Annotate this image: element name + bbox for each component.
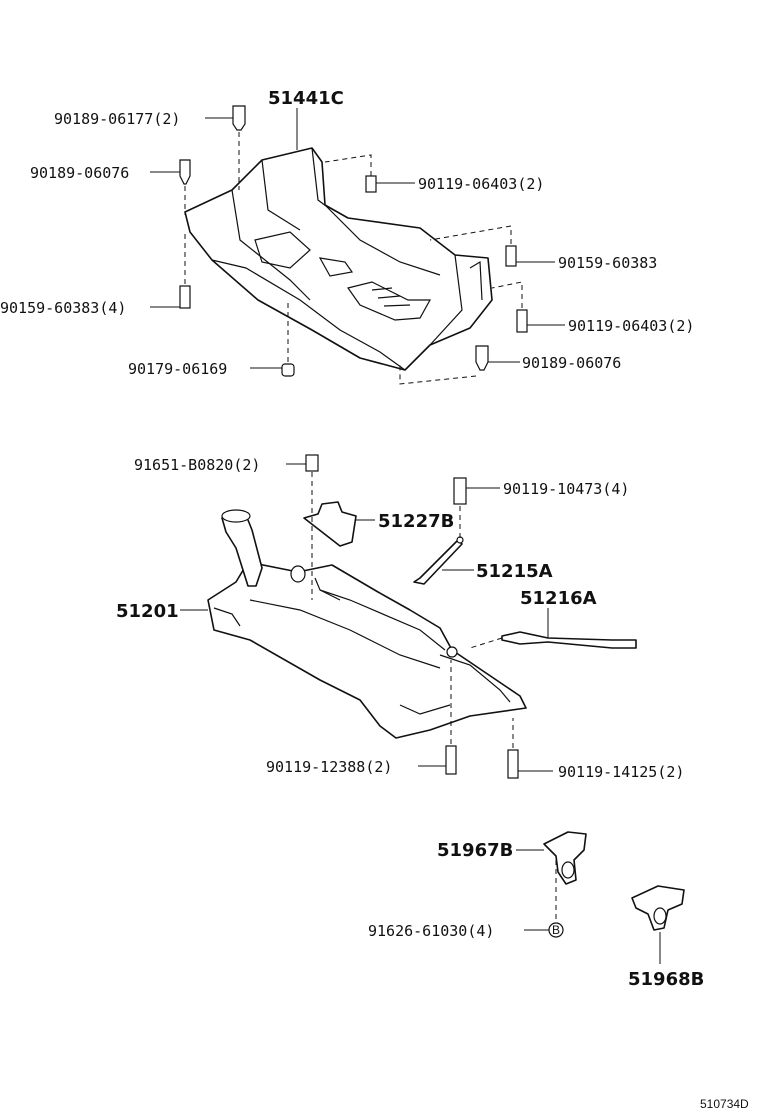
label-90119-10473: 90119-10473(4): [503, 480, 629, 498]
bolt-90119-06403-top: [324, 154, 415, 193]
bolt-90119-12388: [418, 660, 457, 775]
bolt-90119-10473: [453, 477, 500, 538]
brace-51216a: [469, 608, 637, 649]
label-51441c: 51441C: [268, 88, 344, 109]
svg-text:B: B: [552, 923, 560, 937]
label-90189-06076-bottom: 90189-06076: [522, 354, 621, 372]
nut-91626-61030: B: [524, 922, 564, 938]
label-90119-14125: 90119-14125(2): [558, 763, 684, 781]
grommet-90179-06169: [250, 300, 295, 377]
bracket-51967b: [516, 831, 587, 920]
label-90159-60383-left: 90159-60383(4): [0, 299, 126, 317]
label-90189-06076-top: 90189-06076: [30, 164, 129, 182]
label-90159-60383-right: 90159-60383: [558, 254, 657, 272]
label-90189-06177: 90189-06177(2): [54, 110, 180, 128]
clip-90189-06177: [205, 105, 246, 190]
label-51968b: 51968B: [628, 969, 704, 990]
screw-90159-60383-right: [429, 225, 555, 267]
label-51227b: 51227B: [378, 511, 454, 532]
label-51201: 51201: [116, 601, 179, 622]
bolt-90119-06403-right: [491, 281, 565, 333]
bracket-51227b: [303, 501, 375, 547]
label-51215a: 51215A: [476, 561, 553, 582]
engine-under-cover-51441c: [184, 147, 493, 371]
label-90119-12388: 90119-12388(2): [266, 758, 392, 776]
clip-90189-06076-bottom: [399, 345, 520, 385]
bracket-51968b: [631, 885, 685, 964]
label-90119-06403-top: 90119-06403(2): [418, 175, 544, 193]
clip-90189-06076-top: [150, 159, 191, 215]
screw-90159-60383-left: [150, 232, 191, 309]
label-91626-61030: 91626-61030(4): [368, 922, 494, 940]
diagram-code: 510734D: [700, 1097, 749, 1111]
bolt-90119-14125: [507, 718, 553, 779]
label-90119-06403-right: 90119-06403(2): [568, 317, 694, 335]
rod-51215a: [413, 536, 474, 585]
crossmember-51201: [207, 509, 527, 739]
label-90179-06169: 90179-06169: [128, 360, 227, 378]
bolt-91651-b0820: [286, 454, 319, 600]
label-51967b: 51967B: [437, 840, 513, 861]
label-51216a: 51216A: [520, 588, 597, 609]
label-91651-b0820: 91651-B0820(2): [134, 456, 260, 474]
